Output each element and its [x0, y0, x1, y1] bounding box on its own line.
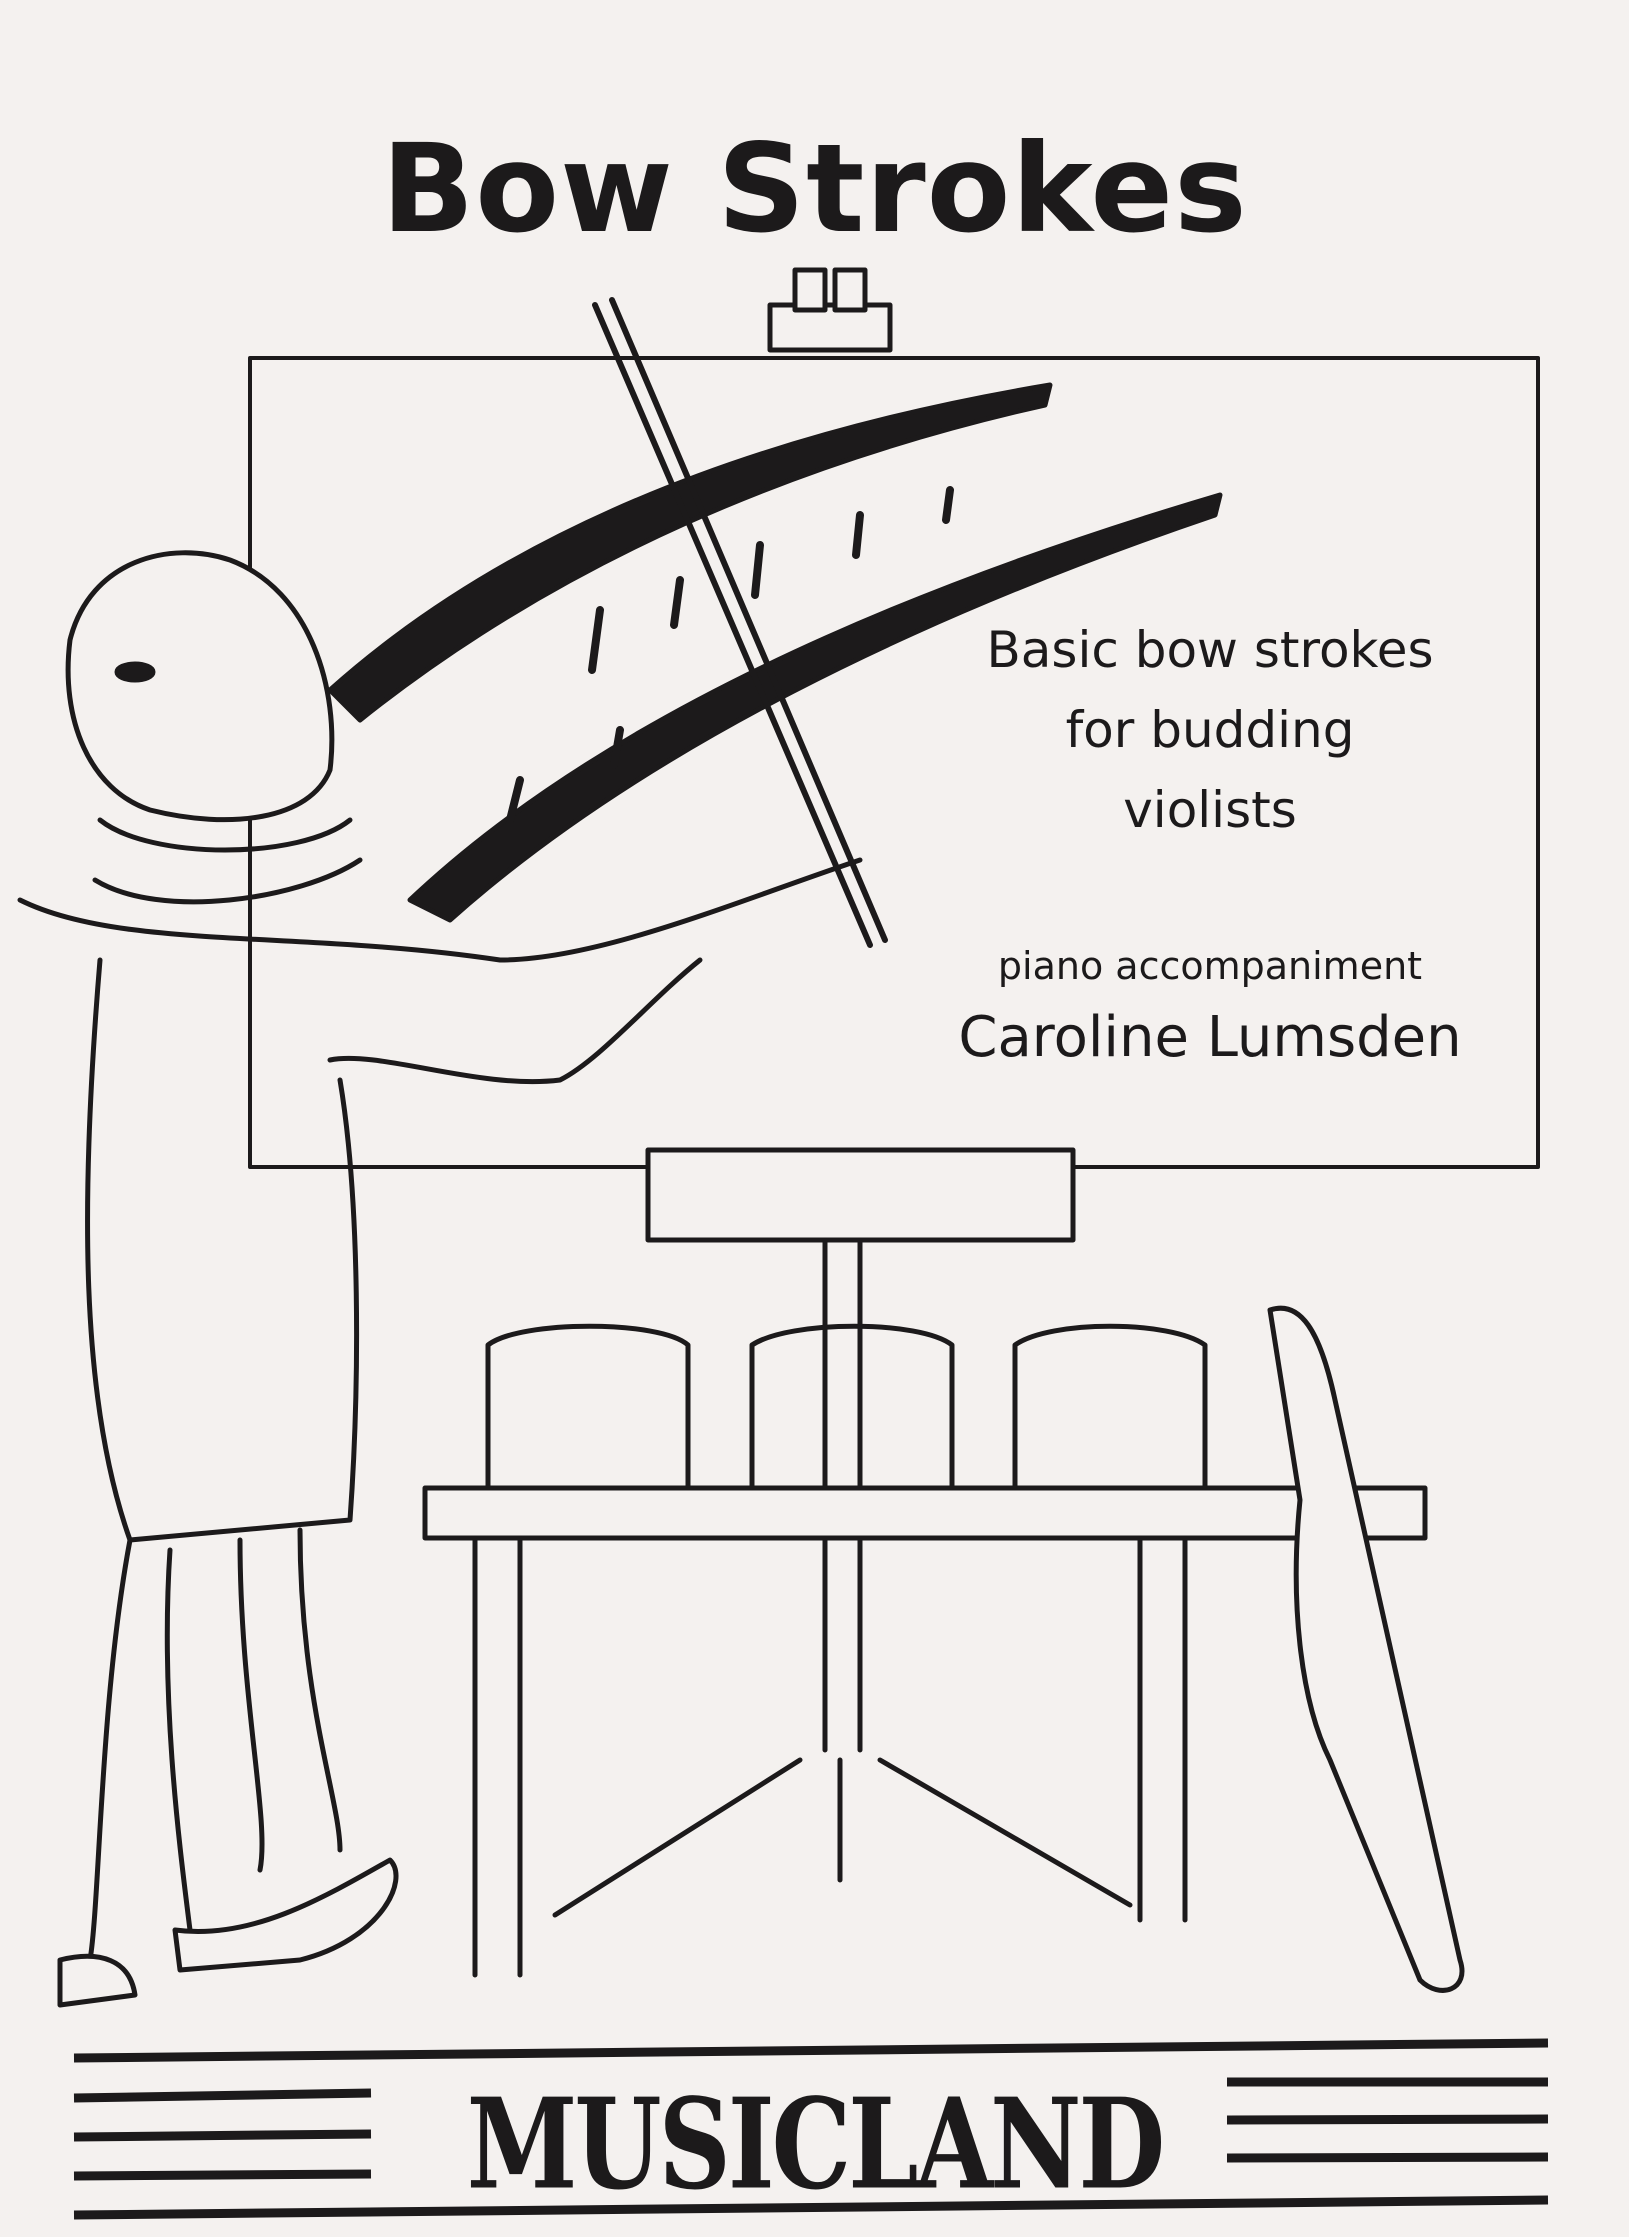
- painting-board: [248, 356, 1540, 1169]
- paint-drips: [506, 486, 954, 824]
- viola-case: [1267, 1305, 1465, 1993]
- paint-stroke-lower: [407, 492, 1223, 923]
- boy-figure: [17, 550, 863, 2008]
- viola-bow: [592, 297, 888, 948]
- accompaniment-label: piano accompaniment: [997, 944, 1423, 988]
- easel: [422, 1147, 1428, 1978]
- subtitle-line-3: violists: [1123, 781, 1297, 839]
- subtitle-line-1: Basic bow strokes: [986, 621, 1434, 679]
- publisher-logo: MUSICLAND: [466, 2070, 1166, 2218]
- paint-pots: [485, 1323, 1208, 1491]
- paint-stroke-upper: [327, 382, 1053, 723]
- book-title: Bow Strokes: [381, 118, 1248, 260]
- author-name: Caroline Lumsden: [958, 1005, 1462, 1070]
- banner-lines: [73, 2038, 1549, 2220]
- subtitle-line-2: for budding: [1065, 701, 1355, 759]
